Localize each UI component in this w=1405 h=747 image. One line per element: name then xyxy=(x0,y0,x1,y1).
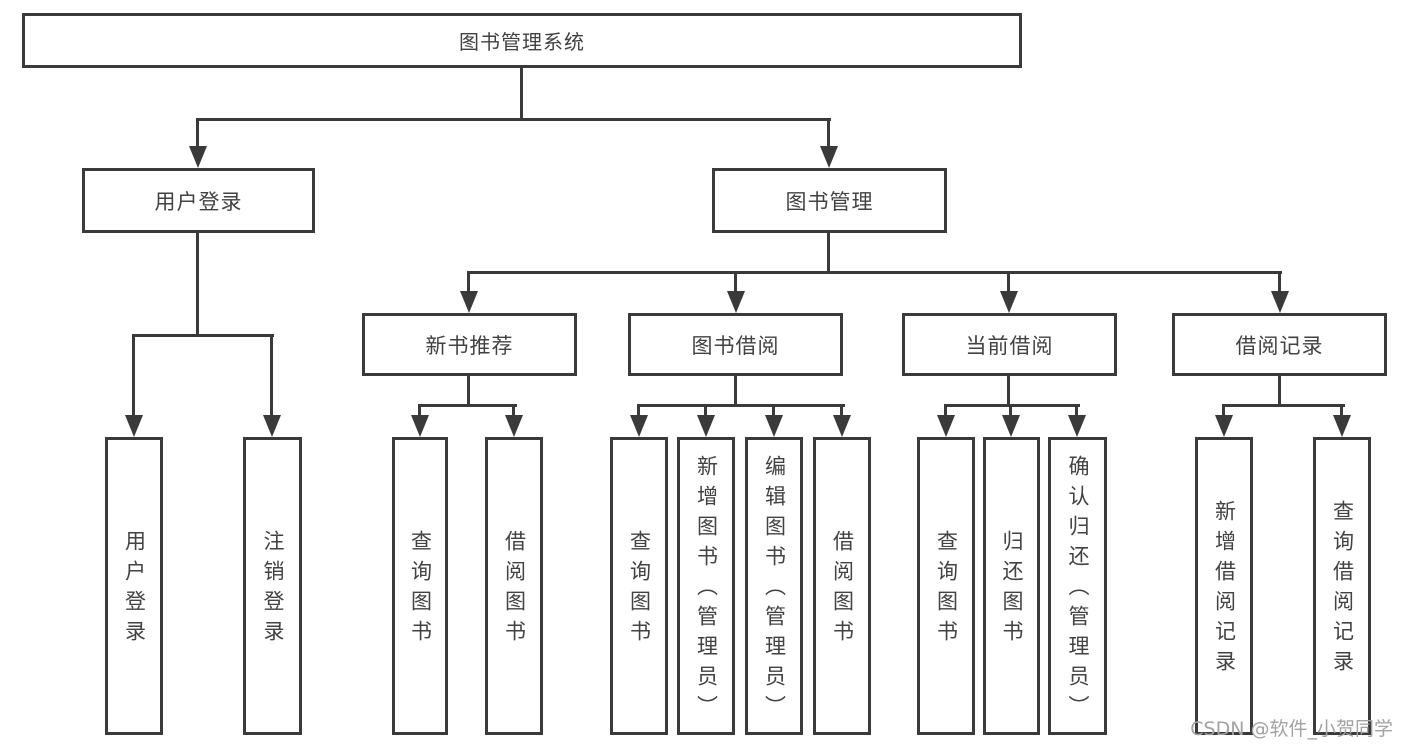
arrowhead-down-icon xyxy=(1002,415,1020,437)
arrowhead-down-icon xyxy=(189,146,207,168)
leaf-borrow-books-recommend: 借阅图书 xyxy=(485,437,543,735)
connector-line xyxy=(704,404,707,417)
arrowhead-down-icon xyxy=(937,415,955,437)
connector-line xyxy=(827,118,830,148)
connector-line xyxy=(196,233,199,337)
connector-line xyxy=(1340,404,1343,417)
arrowhead-down-icon xyxy=(1000,291,1018,313)
connector-line xyxy=(1222,404,1345,407)
arrowhead-down-icon xyxy=(1215,415,1233,437)
connector-line xyxy=(827,233,830,274)
arrowhead-down-icon xyxy=(263,415,281,437)
connector-line xyxy=(418,404,517,407)
node-book-borrowing: 图书借阅 xyxy=(628,313,843,376)
connector-line xyxy=(467,271,1282,274)
arrowhead-down-icon xyxy=(1068,415,1086,437)
leaf-borrow-books-borrowing: 借阅图书 xyxy=(813,437,871,735)
leaf-query-books-recommend: 查询图书 xyxy=(392,437,448,735)
leaf-add-books-admin: 新增图书（管理员） xyxy=(677,437,735,735)
leaf-add-borrow-record: 新增借阅记录 xyxy=(1195,437,1253,735)
leaf-logout: 注销登录 xyxy=(243,437,302,735)
connector-line xyxy=(637,404,845,407)
connector-line xyxy=(1222,404,1225,417)
connector-line xyxy=(1278,376,1281,407)
connector-line xyxy=(1278,271,1281,291)
connector-line xyxy=(512,404,515,417)
connector-line xyxy=(196,118,199,148)
node-new-book-recommend: 新书推荐 xyxy=(362,313,577,376)
connector-line xyxy=(132,334,135,416)
connector-line xyxy=(1007,271,1010,291)
connector-line xyxy=(734,271,737,291)
node-user-login: 用户登录 xyxy=(82,168,315,233)
node-current-borrowing: 当前借阅 xyxy=(902,313,1117,376)
leaf-confirm-return-admin: 确认归还（管理员） xyxy=(1048,437,1107,735)
connector-line xyxy=(132,334,274,337)
connector-line xyxy=(944,404,947,417)
connector-line xyxy=(520,68,523,120)
arrowhead-down-icon xyxy=(765,415,783,437)
leaf-query-books-current: 查询图书 xyxy=(917,437,975,735)
connector-line xyxy=(734,376,737,407)
arrowhead-down-icon xyxy=(1271,291,1289,313)
arrowhead-down-icon xyxy=(460,291,478,313)
connector-line xyxy=(1009,404,1012,417)
arrowhead-down-icon xyxy=(833,415,851,437)
node-borrowing-records: 借阅记录 xyxy=(1172,313,1387,376)
connector-line xyxy=(1075,404,1078,417)
leaf-edit-books-admin: 编辑图书（管理员） xyxy=(745,437,803,735)
connector-line xyxy=(467,271,470,291)
arrowhead-down-icon xyxy=(125,415,143,437)
connector-line xyxy=(637,404,640,417)
connector-line xyxy=(418,404,421,417)
arrowhead-down-icon xyxy=(697,415,715,437)
connector-line xyxy=(840,404,843,417)
connector-line xyxy=(270,334,273,416)
arrowhead-down-icon xyxy=(820,146,838,168)
leaf-query-borrow-record: 查询借阅记录 xyxy=(1313,437,1371,735)
connector-line xyxy=(944,404,1080,407)
leaf-user-login: 用户登录 xyxy=(105,437,163,735)
arrowhead-down-icon xyxy=(411,415,429,437)
connector-line xyxy=(772,404,775,417)
arrowhead-down-icon xyxy=(630,415,648,437)
leaf-query-books-borrowing: 查询图书 xyxy=(610,437,668,735)
arrowhead-down-icon xyxy=(505,415,523,437)
csdn-watermark: CSDN @软件_小贺同学 xyxy=(1190,718,1393,740)
node-library-management-system: 图书管理系统 xyxy=(22,13,1022,68)
leaf-return-books: 归还图书 xyxy=(983,437,1040,735)
arrowhead-down-icon xyxy=(727,291,745,313)
connector-line xyxy=(1007,376,1010,407)
connector-line xyxy=(467,376,470,407)
node-book-management: 图书管理 xyxy=(712,168,947,233)
connector-line xyxy=(197,118,831,121)
arrowhead-down-icon xyxy=(1333,415,1351,437)
